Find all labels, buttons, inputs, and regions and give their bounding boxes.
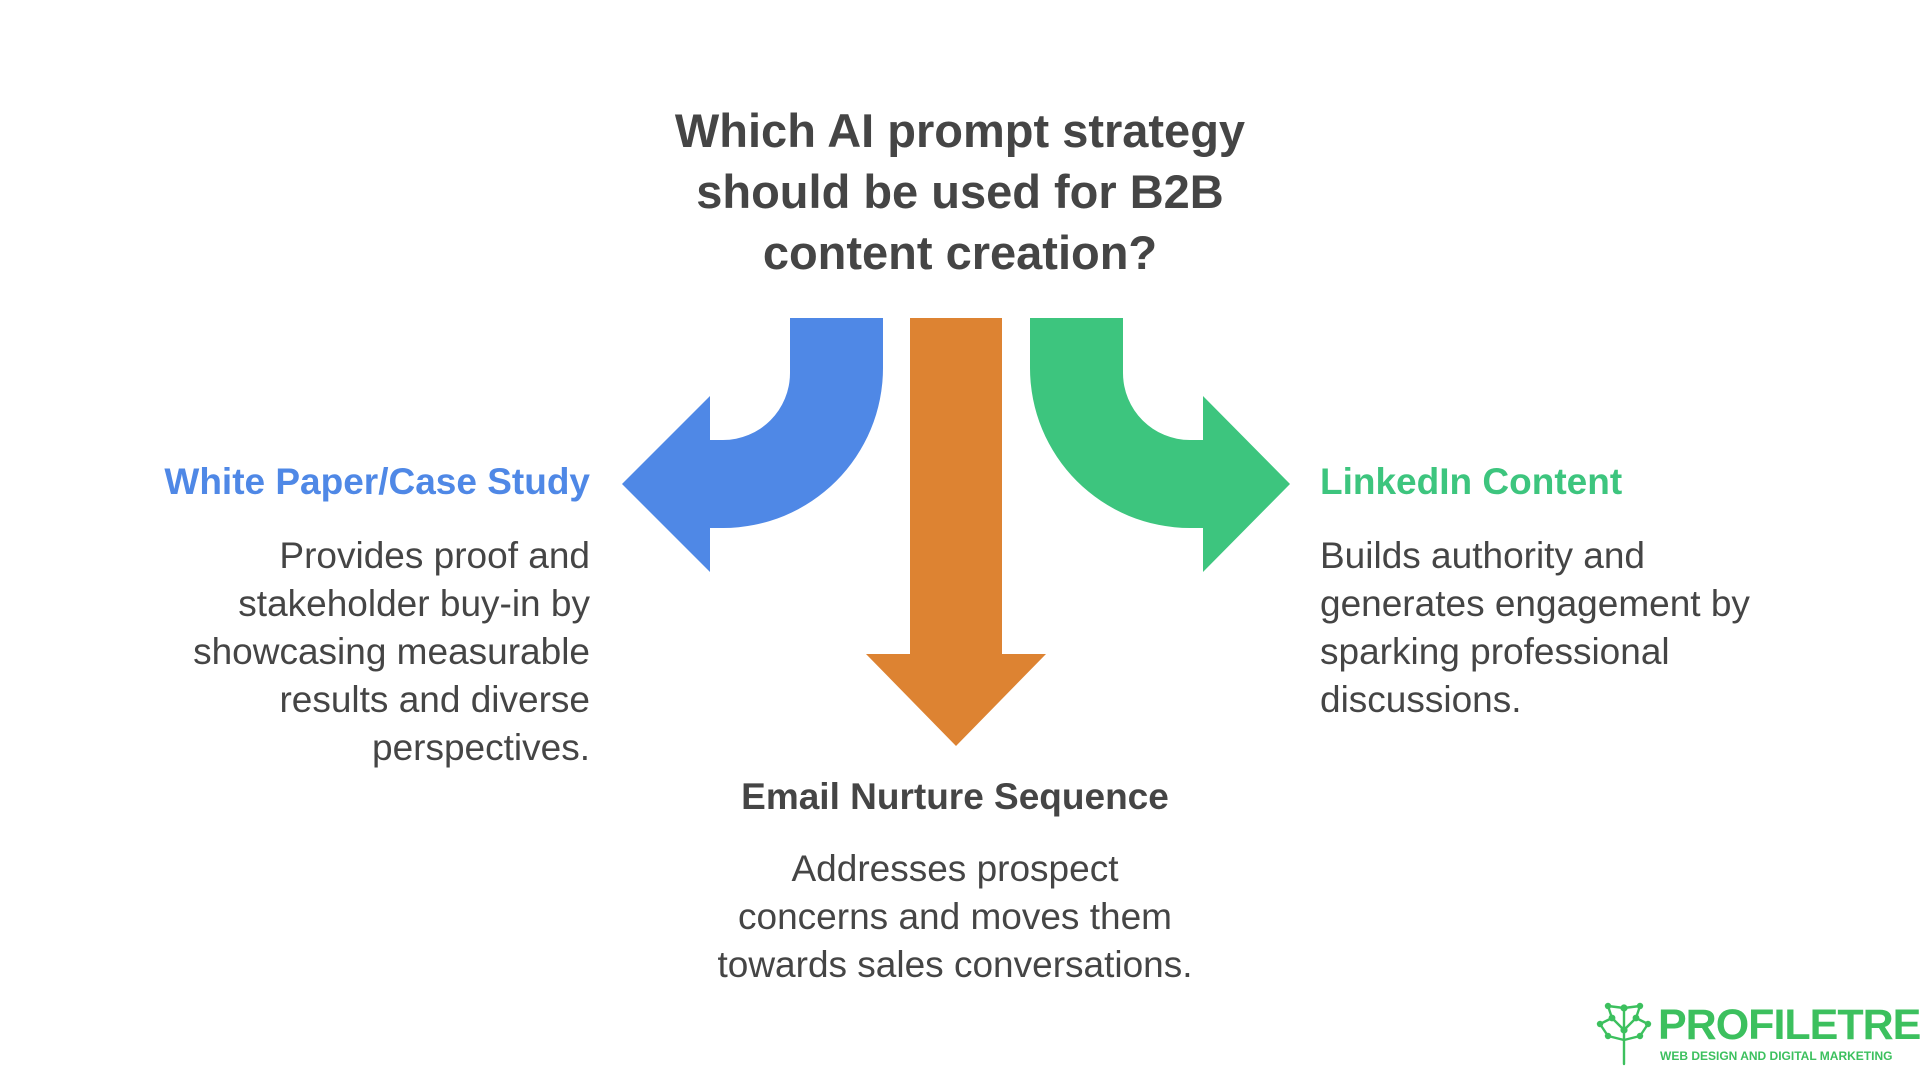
white-paper-description: Provides proof and stakeholder buy-in by… <box>100 532 590 772</box>
linkedin-desc-line: generates engagement by <box>1320 583 1750 624</box>
email-nurture-desc-line: Addresses prospect <box>791 848 1119 889</box>
white-paper-desc-line: showcasing measurable <box>193 631 590 672</box>
profiletree-logo: PROFILETREE WEB DESIGN AND DIGITAL MARKE… <box>1594 1000 1920 1066</box>
title-line-2: should be used for B2B <box>696 165 1224 218</box>
linkedin-description: Builds authority and generates engagemen… <box>1320 532 1840 724</box>
title-line-1: Which AI prompt strategy <box>674 104 1246 157</box>
linkedin-desc-line: Builds authority and <box>1320 535 1645 576</box>
center-arrow <box>866 318 1046 746</box>
logo-name: PROFILETREE <box>1658 1001 1920 1049</box>
white-paper-title: White Paper/Case Study <box>164 461 590 502</box>
left-arrow <box>622 318 883 572</box>
right-arrow <box>1030 318 1290 572</box>
title-line-3: content creation? <box>762 226 1158 279</box>
email-nurture-desc-line: concerns and moves them <box>738 896 1172 937</box>
logo-tagline: WEB DESIGN AND DIGITAL MARKETING <box>1660 1049 1893 1063</box>
linkedin-desc-line: discussions. <box>1320 679 1522 720</box>
white-paper-desc-line: perspectives. <box>372 727 590 768</box>
email-nurture-desc-line: towards sales conversations. <box>717 944 1193 985</box>
tree-network-icon <box>1596 1002 1652 1066</box>
email-nurture-description: Addresses prospect concerns and moves th… <box>620 845 1290 989</box>
white-paper-desc-line: results and diverse <box>279 679 590 720</box>
white-paper-desc-line: Provides proof and <box>279 535 590 576</box>
white-paper-desc-line: stakeholder buy-in by <box>238 583 590 624</box>
email-nurture-title: Email Nurture Sequence <box>741 776 1169 817</box>
linkedin-desc-line: sparking professional <box>1320 631 1670 672</box>
linkedin-title: LinkedIn Content <box>1320 461 1623 502</box>
diagram-title: Which AI prompt strategy should be used … <box>610 100 1310 283</box>
